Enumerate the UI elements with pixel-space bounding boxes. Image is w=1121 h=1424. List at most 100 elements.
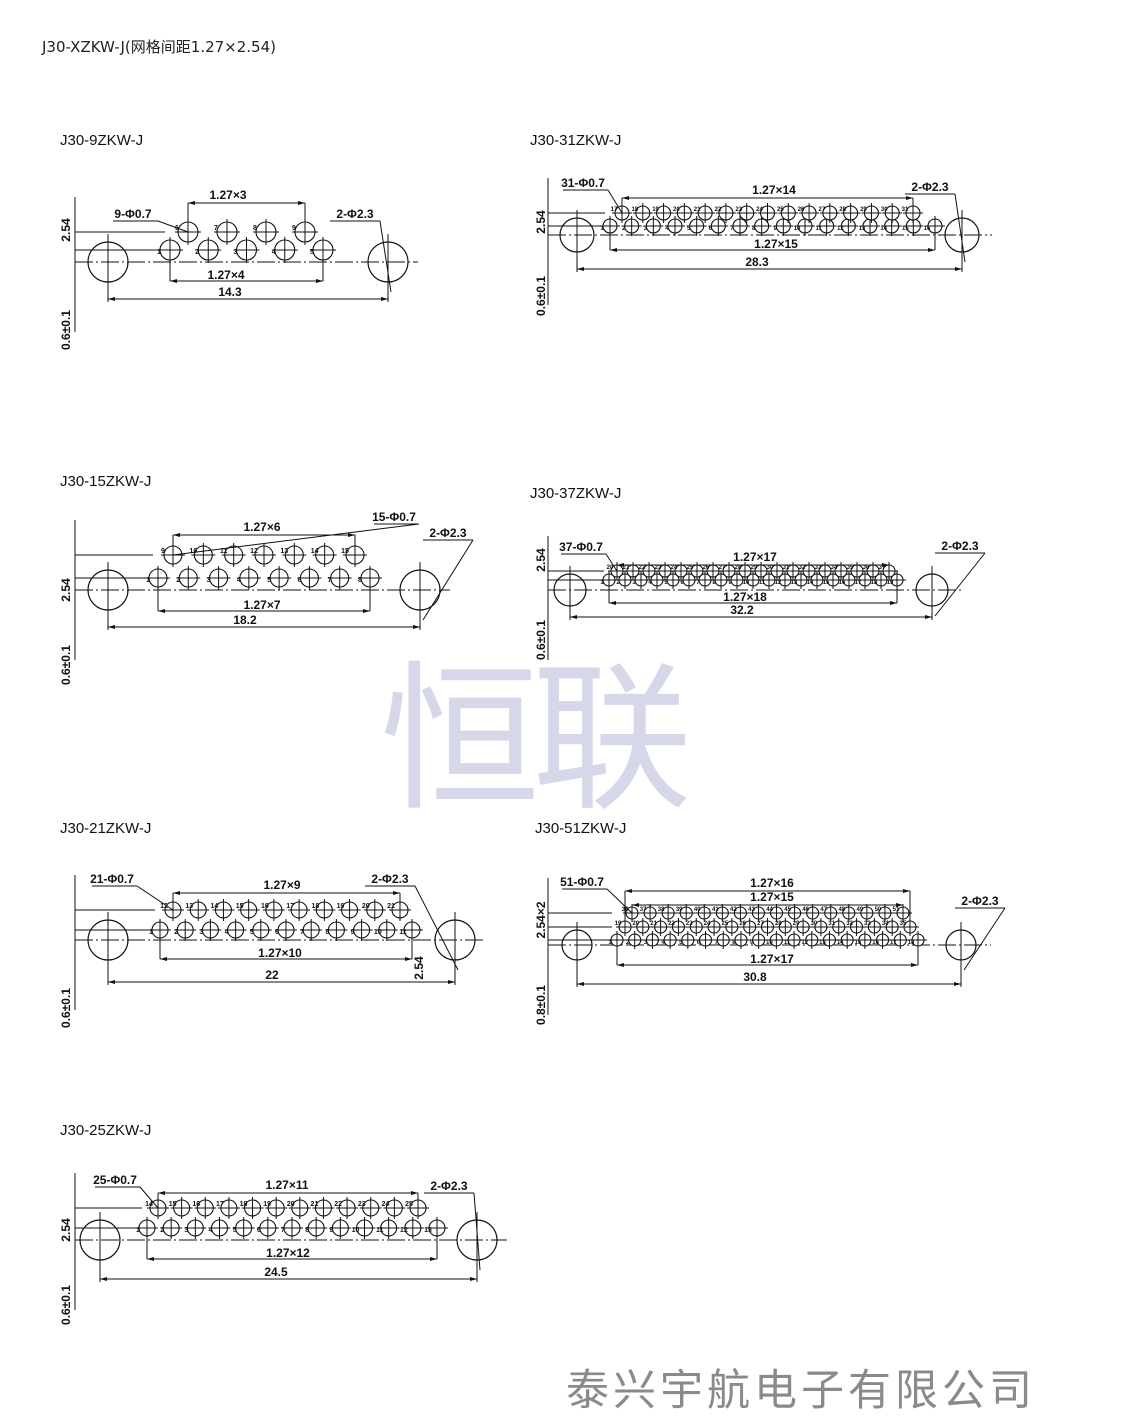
pin-number: 11 [399, 929, 407, 936]
pin-number: 22 [715, 207, 722, 213]
top-pitch-dimension: 1.27×6 [243, 520, 280, 534]
pin-number: 15 [855, 940, 862, 946]
pin-number: 3 [644, 226, 648, 232]
leader-line [605, 553, 618, 572]
company-name: 泰兴宇航电子有限公司 [566, 1366, 1036, 1416]
pin-number: 4 [648, 580, 652, 586]
pin-number: 17 [286, 903, 294, 910]
pin-number: 1 [149, 929, 153, 936]
arrow-head [108, 297, 115, 301]
pin-number: 6 [680, 580, 684, 586]
pin-number: 23 [686, 921, 693, 927]
pin-number: 8 [752, 226, 756, 232]
pin-number: 30 [811, 921, 818, 927]
pin-number: 6 [257, 1227, 261, 1234]
pin-number: 31 [902, 207, 909, 213]
pin-number: 2 [195, 249, 199, 256]
pin-number: 14 [807, 580, 814, 586]
arrow-head [570, 615, 577, 619]
pin-number: 10 [766, 940, 773, 946]
pin-number: 5 [233, 1227, 237, 1234]
pin-number: 2 [626, 940, 630, 946]
arrow-head [622, 196, 629, 200]
arrow-head [470, 1277, 477, 1281]
pin-number: 8 [358, 577, 362, 584]
pin-number: 19 [263, 1201, 271, 1208]
pin-number: 1 [146, 577, 150, 584]
pin-number: 23 [735, 207, 742, 213]
pin-number: 42 [730, 907, 737, 913]
overall-length-dimension: 14.3 [218, 285, 242, 299]
pin-number: 12 [250, 548, 258, 555]
pin-number: 9 [292, 225, 296, 232]
pin-number: 19 [337, 903, 345, 910]
pin-number: 1 [136, 1227, 140, 1234]
pin-number: 7 [214, 225, 218, 232]
drawing-title: J30-25ZKW-J [60, 1122, 152, 1139]
arrow-head [158, 1191, 165, 1195]
pin-number: 1 [157, 249, 161, 256]
pin-number: 18 [908, 940, 915, 946]
pin-number: 34 [831, 565, 838, 571]
pin-number: 26 [739, 921, 746, 927]
pin-diameter-callout: 21-Φ0.7 [90, 872, 134, 886]
drawing-title: J30-21ZKW-J [60, 820, 152, 837]
pin-number: 9 [728, 580, 732, 586]
pin-number: 24 [671, 565, 678, 571]
arrow-head [903, 889, 910, 893]
pin-number: 4 [272, 249, 276, 256]
overall-length-dimension: 18.2 [233, 613, 257, 627]
bottom-pitch-dimension: 1.27×15 [754, 237, 798, 251]
pin-number: 45 [784, 907, 791, 913]
pin-number: 15 [341, 548, 349, 555]
pin-number: 6 [697, 940, 701, 946]
arrow-head [393, 891, 400, 895]
pin-number: 29 [793, 921, 800, 927]
arrow-head [448, 980, 455, 984]
pin-number: 10 [352, 1227, 360, 1234]
pin-number: 3 [234, 249, 238, 256]
leader-line [157, 220, 189, 233]
leader-line [139, 1186, 159, 1209]
pin-number: 2 [174, 929, 178, 936]
pin-number: 27 [719, 565, 726, 571]
pin-number: 11 [759, 580, 766, 586]
pin-number: 17 [855, 580, 862, 586]
arrow-head [928, 248, 935, 252]
row-spacing-dimension: 2.54 [59, 1218, 73, 1242]
pin-number: 28 [735, 565, 742, 571]
pin-number: 9 [774, 226, 778, 232]
pin-number: 14 [211, 903, 219, 910]
hole-diameter-callout: 2-Φ2.3 [371, 872, 409, 886]
pin-number: 7 [696, 580, 700, 586]
pin-number: 48 [838, 907, 845, 913]
leader-line [606, 888, 633, 914]
bottom-pitch-dimension: 1.27×4 [207, 268, 244, 282]
arrow-head [911, 963, 918, 967]
pin-number: 2 [176, 577, 180, 584]
pin-number: 2 [616, 580, 620, 586]
pin-number: 3 [184, 1227, 188, 1234]
pin-number: 7 [281, 1227, 285, 1234]
leader-line [172, 523, 420, 556]
overall-length-dimension: 28.3 [745, 255, 769, 269]
pin-number: 13 [185, 903, 193, 910]
pin-number: 27 [819, 207, 826, 213]
pin-number: 3 [632, 580, 636, 586]
arrow-head [158, 609, 165, 613]
arrow-head [890, 601, 897, 605]
pin-number: 20 [362, 903, 370, 910]
pin-number: 13 [859, 226, 866, 232]
top-pitch-dimension: 1.27×11 [265, 1178, 308, 1192]
pin-number: 4 [209, 1227, 213, 1234]
leader-line [414, 885, 459, 971]
pin-number: 35 [900, 921, 907, 927]
offset-dimension: 0.6±0.1 [59, 310, 73, 350]
offset-dimension: 0.6±0.1 [534, 620, 548, 660]
offset-dimension: 0.6±0.1 [59, 645, 73, 685]
leader-line [607, 189, 623, 214]
top-pitch-dimension: 1.27×14 [752, 183, 796, 197]
